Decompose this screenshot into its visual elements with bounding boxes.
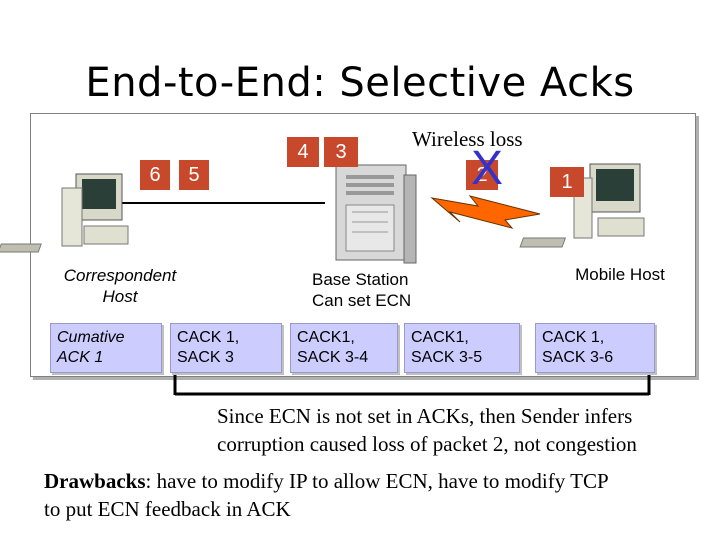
drawbacks-heading: Drawbacks	[44, 469, 146, 493]
packet-6: 6	[140, 160, 170, 190]
ack-box-5: CACK 1, SACK 3-6	[535, 323, 655, 373]
ack-box-1: Cumative ACK 1	[50, 323, 162, 373]
correspondent-computer-icon	[0, 173, 129, 253]
ack-box-2-line1: CACK 1,	[177, 329, 240, 346]
ack-box-4-line2: SACK 3-5	[411, 349, 483, 366]
packet-3: 3	[324, 137, 358, 167]
correspondent-label-line1: Correspondent	[63, 266, 177, 285]
correspondent-host-label: Correspondent Host	[40, 265, 200, 307]
packet-2: 2	[466, 160, 498, 190]
packet-4: 4	[287, 137, 319, 167]
base-station-icon	[335, 164, 417, 264]
note-line2: corruption caused loss of packet 2, not …	[217, 432, 637, 456]
base-station-label-line1: Base Station	[312, 270, 409, 289]
packet-1: 1	[550, 167, 584, 197]
ack-box-2: CACK 1, SACK 3	[170, 323, 282, 373]
ack-box-3: CACK1, SACK 3-4	[290, 323, 398, 373]
base-station-label-line2: Can set ECN	[312, 291, 412, 310]
ack-box-4-line1: CACK1,	[411, 329, 469, 346]
loss-x-icon: X	[470, 142, 503, 195]
drawbacks-line1: Drawbacks: have to modify IP to allow EC…	[44, 467, 714, 495]
packet-5: 5	[179, 160, 209, 190]
ack-box-3-line2: SACK 3-4	[297, 349, 369, 366]
ack-box-4: CACK1, SACK 3-5	[404, 323, 520, 373]
ack-box-2-line2: SACK 3	[177, 349, 234, 366]
note-line1: Since ECN is not set in ACKs, then Sende…	[217, 404, 633, 428]
ack-box-5-line2: SACK 3-6	[542, 349, 614, 366]
explanation-note: Since ECN is not set in ACKs, then Sende…	[217, 402, 717, 458]
wireless-link	[430, 195, 541, 229]
ack-box-3-line1: CACK1,	[297, 329, 355, 346]
drawbacks-line2: to put ECN feedback in ACK	[44, 497, 291, 521]
ack-box-1-line2: ACK 1	[57, 349, 104, 366]
wireless-loss-label: Wireless loss	[412, 127, 523, 151]
ack-box-5-line1: CACK 1,	[542, 329, 605, 346]
slide-title: End-to-End: Selective Acks	[85, 60, 635, 106]
mobile-host-label: Mobile Host	[575, 265, 665, 284]
ack-box-1-line1: Cumative	[57, 329, 125, 346]
drawbacks-line1-text: : have to modify IP to allow ECN, have t…	[145, 469, 609, 493]
correspondent-label-line2: Host	[102, 287, 138, 306]
drawbacks-text: Drawbacks: have to modify IP to allow EC…	[44, 467, 714, 523]
base-station-label: Base Station Can set ECN	[312, 269, 442, 311]
